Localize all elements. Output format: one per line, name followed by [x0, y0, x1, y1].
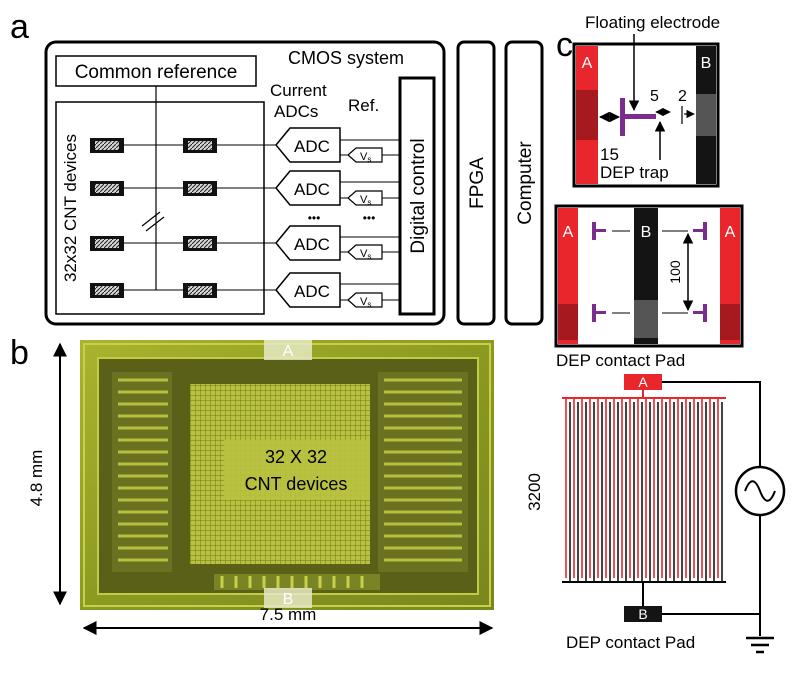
electrode-finger-array: [565, 398, 723, 582]
dep-trap-label: DEP trap: [600, 163, 669, 182]
dim-5-label: 5: [650, 88, 659, 105]
break-mark: [141, 211, 161, 227]
floating-electrode-label: Floating electrode: [585, 13, 720, 32]
cmos-system-box: [44, 40, 446, 326]
svg-text:ADC: ADC: [294, 282, 330, 301]
dim-15-label: 15: [600, 145, 619, 164]
vs-reference: Vs: [340, 147, 400, 164]
adc-block: ADC: [275, 170, 341, 206]
fpga-box: [456, 40, 496, 326]
cnt-device: [183, 236, 217, 251]
pad-a: [264, 340, 312, 360]
electrode-a-label: A: [563, 224, 574, 241]
ac-circuit-wire: [662, 381, 761, 636]
contact-pad-b: [624, 606, 662, 622]
cnt-device: [90, 283, 124, 298]
dep-contact-pad-bottom-label: DEP contact Pad: [566, 633, 695, 652]
contact-pad-a: [624, 374, 662, 390]
panel-b-label: b: [10, 334, 29, 372]
width-dimension-label: 7.5 mm: [260, 605, 317, 624]
electrode-a-label: A: [725, 224, 736, 241]
digital-control-box: [398, 76, 436, 316]
cnt-device: [183, 181, 217, 196]
computer-label: Computer: [515, 141, 536, 225]
panel-a-label: a: [10, 8, 29, 46]
chip-center-label: CNT devices: [245, 474, 348, 494]
chip-center-label: 32 X 32: [265, 447, 327, 467]
electrode-b-label: B: [641, 224, 652, 241]
svg-text:Vs: Vs: [360, 248, 371, 261]
cnt-array-box: [55, 101, 265, 315]
floating-electrode: [620, 98, 656, 136]
panel-c-label: c: [556, 26, 573, 64]
current-adcs-label: Current: [270, 81, 327, 100]
svg-text:ADC: ADC: [294, 235, 330, 254]
ac-sine-icon: [744, 480, 776, 502]
pad-a-label: A: [283, 343, 294, 360]
vs-reference: Vs: [340, 190, 400, 207]
cnt-device: [90, 138, 124, 153]
cnt-array-label: 32x32 CNT devices: [61, 134, 80, 282]
cmos-system-title: CMOS system: [288, 48, 404, 68]
adc-block: ADC: [275, 127, 341, 163]
computer-box: [504, 40, 544, 326]
ellipsis: •••: [308, 211, 321, 225]
dim-3200-label: 3200: [525, 473, 544, 511]
ground-icon: [746, 636, 774, 654]
cnt-device: [90, 181, 124, 196]
dim-2-label: 2: [678, 88, 687, 105]
contact-pad-b-label: B: [638, 606, 647, 622]
svg-text:ADC: ADC: [294, 137, 330, 156]
svg-text:Vs: Vs: [360, 194, 371, 207]
dep-contact-pad-label: DEP contact Pad: [556, 351, 685, 370]
break-mark: [145, 216, 165, 232]
cnt-device: [183, 138, 217, 153]
current-adcs-label: ADCs: [274, 102, 318, 121]
pad-b: [264, 588, 312, 608]
adc-block: ADC: [275, 225, 341, 261]
electrode-a-label: A: [582, 55, 593, 72]
height-dimension-label: 4.8 mm: [27, 450, 46, 507]
svg-text:Vs: Vs: [360, 151, 371, 164]
vs-reference: Vs: [340, 292, 400, 309]
pad-b-label: B: [283, 591, 294, 608]
svg-text:Vs: Vs: [360, 296, 371, 309]
contact-pad-a-label: A: [638, 374, 648, 390]
ellipsis: •••: [363, 211, 376, 225]
cnt-device: [183, 283, 217, 298]
digital-control-label: Digital control: [408, 138, 429, 253]
dim-100-label: 100: [667, 260, 683, 284]
fpga-label: FPGA: [467, 157, 488, 209]
svg-text:ADC: ADC: [294, 180, 330, 199]
ref-label: Ref.: [348, 96, 379, 115]
common-reference-label: Common reference: [75, 62, 238, 83]
center-label-backdrop: [224, 440, 370, 500]
adc-block: ADC: [275, 272, 341, 308]
electrode-pair-box: [554, 204, 744, 348]
cnt-device: [90, 236, 124, 251]
vs-reference: Vs: [340, 244, 400, 261]
electrode-b-label: B: [701, 55, 712, 72]
